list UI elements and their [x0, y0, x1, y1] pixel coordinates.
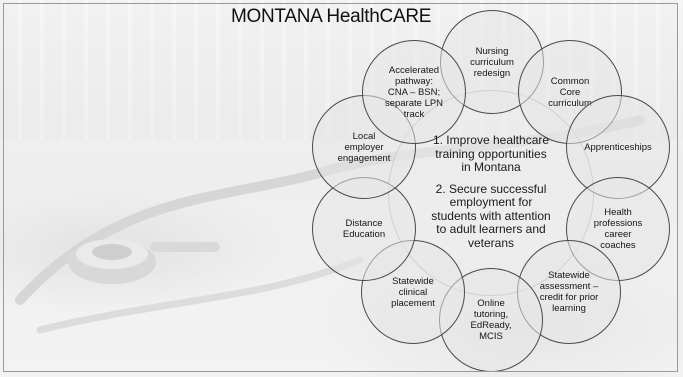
goal-secure-employment: 2. Secure successful employment for stud… [431, 181, 551, 250]
node-label: Distance Education [342, 218, 386, 240]
node-accelerated-pathway: Accelerated pathway: CNA – BSN; separate… [362, 40, 466, 144]
slide-title: MONTANA HealthCARE [231, 6, 432, 27]
node-label: Statewide clinical placement [391, 275, 435, 309]
node-label: Health professions career coaches [593, 207, 643, 251]
center-goals: 1. Improve healthcare training opportuni… [388, 133, 594, 258]
node-label: Online tutoring, EdReady, MCIS [470, 298, 512, 342]
node-label: Nursing curriculum redesign [470, 45, 514, 79]
node-label: Local employer engagement [337, 130, 391, 164]
node-label: Statewide assessment – credit for prior … [539, 270, 599, 314]
node-label: Common Core curriculum [548, 75, 592, 109]
goal-improve-training: 1. Improve healthcare training opportuni… [432, 133, 550, 174]
node-label: Accelerated pathway: CNA – BSN; separate… [384, 64, 444, 120]
node-label: Apprenticeships [584, 141, 652, 153]
